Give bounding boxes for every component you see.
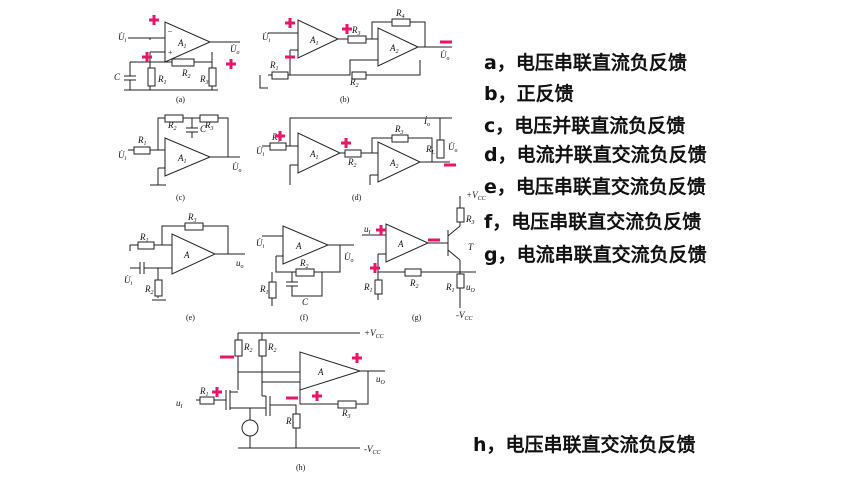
caption-f: (f) xyxy=(300,313,308,322)
svg-text:uO: uO xyxy=(466,282,476,294)
caption-g: (g) xyxy=(412,313,422,322)
svg-text:R2: R2 xyxy=(181,68,191,80)
svg-text:U̇i: U̇i xyxy=(256,238,265,250)
circuit-a: A1 – + U̇i U̇o R1 R2 R3 C (a) xyxy=(114,15,240,104)
svg-text:U̇i: U̇i xyxy=(118,32,127,44)
svg-text:A: A xyxy=(183,250,190,260)
svg-text:uI: uI xyxy=(364,224,372,236)
svg-text:C: C xyxy=(114,72,121,82)
svg-text:R1: R1 xyxy=(285,416,295,428)
svg-text:-VCC: -VCC xyxy=(456,310,474,322)
caption-b: (b) xyxy=(340,95,350,104)
answer-d: d，电流并联直交流负反馈 xyxy=(484,144,707,166)
svg-text:+: + xyxy=(168,48,173,57)
svg-text:R2: R2 xyxy=(347,157,357,169)
answer-c: c，电压并联直流负反馈 xyxy=(484,115,686,137)
svg-text:R1: R1 xyxy=(445,282,455,294)
svg-text:A: A xyxy=(397,239,404,249)
svg-text:U̇o: U̇o xyxy=(344,252,354,264)
svg-text:U̇i: U̇i xyxy=(124,275,133,287)
caption-h: (h) xyxy=(296,463,306,472)
svg-text:R2: R2 xyxy=(299,258,309,270)
svg-text:A1: A1 xyxy=(309,149,319,161)
circuit-e: A U̇i uo R1 R2 R3 (e) xyxy=(124,212,245,322)
svg-text:R2: R2 xyxy=(267,342,277,354)
svg-text:R3: R3 xyxy=(204,120,214,132)
svg-text:A: A xyxy=(317,367,324,377)
svg-text:R1: R1 xyxy=(363,282,373,294)
circuit-b: A1 A2 U̇i U̇o R1 R2 R3 R4 (b) xyxy=(259,8,452,104)
svg-text:R3: R3 xyxy=(351,25,361,37)
svg-text:R3: R3 xyxy=(341,408,351,420)
svg-text:U̇o: U̇o xyxy=(232,162,242,174)
svg-text:A2: A2 xyxy=(389,43,399,55)
answer-g: g，电流串联直交流负反馈 xyxy=(484,244,707,266)
svg-text:U̇i: U̇i xyxy=(256,146,265,158)
svg-text:T: T xyxy=(468,242,474,252)
svg-text:–: – xyxy=(167,26,173,35)
svg-text:U̇o: U̇o xyxy=(448,142,458,154)
svg-text:R3: R3 xyxy=(465,214,475,226)
svg-text:R1: R1 xyxy=(137,135,147,147)
svg-text:uI: uI xyxy=(176,398,184,410)
answer-a: a，电压串联直流负反馈 xyxy=(484,52,687,74)
svg-text:R1: R1 xyxy=(259,284,269,296)
svg-text:R1: R1 xyxy=(269,60,279,72)
svg-text:U̇o: U̇o xyxy=(230,44,240,56)
answer-b: b，正反馈 xyxy=(484,83,574,105)
svg-text:A1: A1 xyxy=(177,38,187,50)
caption-c: (c) xyxy=(176,193,185,202)
svg-text:+VCC: +VCC xyxy=(364,328,385,340)
circuit-c: A1 U̇i U̇o R1 R2 R3 C (c) xyxy=(118,114,242,202)
svg-text:A1: A1 xyxy=(177,153,187,165)
svg-text:C: C xyxy=(200,124,207,134)
svg-text:RL: RL xyxy=(425,144,436,156)
circuit-g: A uI uO T +VCC -VCC R3 R2 R1 R1 (g) xyxy=(362,190,487,322)
svg-text:R3: R3 xyxy=(187,212,197,224)
svg-text:R1: R1 xyxy=(157,74,167,86)
svg-text:R2: R2 xyxy=(349,77,359,89)
svg-text:R2: R2 xyxy=(167,120,177,132)
answer-e: e，电压串联直交流负反馈 xyxy=(484,176,706,198)
circuit-f: A U̇i U̇o R1 R2 C (f) xyxy=(256,225,354,322)
circuit-h: A uI uO +VCC -VCC R1 R2 R2 R3 R1 (h) xyxy=(176,328,386,472)
svg-text:R1: R1 xyxy=(199,386,209,398)
svg-text:-VCC: -VCC xyxy=(364,444,382,456)
svg-text:R2: R2 xyxy=(409,278,419,290)
svg-text:R2: R2 xyxy=(144,284,154,296)
answer-f: f，电压串联直交流负反馈 xyxy=(484,211,702,233)
caption-d: (d) xyxy=(352,193,362,202)
svg-text:U̇i: U̇i xyxy=(262,32,271,44)
svg-text:uo: uo xyxy=(236,258,244,270)
svg-text:R2: R2 xyxy=(243,342,253,354)
svg-text:U̇o: U̇o xyxy=(440,50,450,62)
circuit-d: A1 A2 U̇i U̇o İo R1 R2 R3 RL (d) xyxy=(256,116,458,202)
svg-text:A1: A1 xyxy=(309,35,319,47)
svg-text:C: C xyxy=(302,297,309,307)
svg-text:İo: İo xyxy=(423,116,430,128)
svg-text:A2: A2 xyxy=(389,158,399,170)
caption-e: (e) xyxy=(186,313,195,322)
svg-text:A: A xyxy=(295,241,302,251)
svg-text:U̇i: U̇i xyxy=(118,150,127,162)
caption-a: (a) xyxy=(176,95,185,104)
svg-text:R3: R3 xyxy=(199,74,209,86)
svg-text:R1: R1 xyxy=(139,232,149,244)
svg-text:uO: uO xyxy=(376,374,386,386)
svg-text:R4: R4 xyxy=(395,8,405,20)
answer-h: h，电压串联直交流负反馈 xyxy=(473,434,696,456)
svg-text:R3: R3 xyxy=(394,124,404,136)
